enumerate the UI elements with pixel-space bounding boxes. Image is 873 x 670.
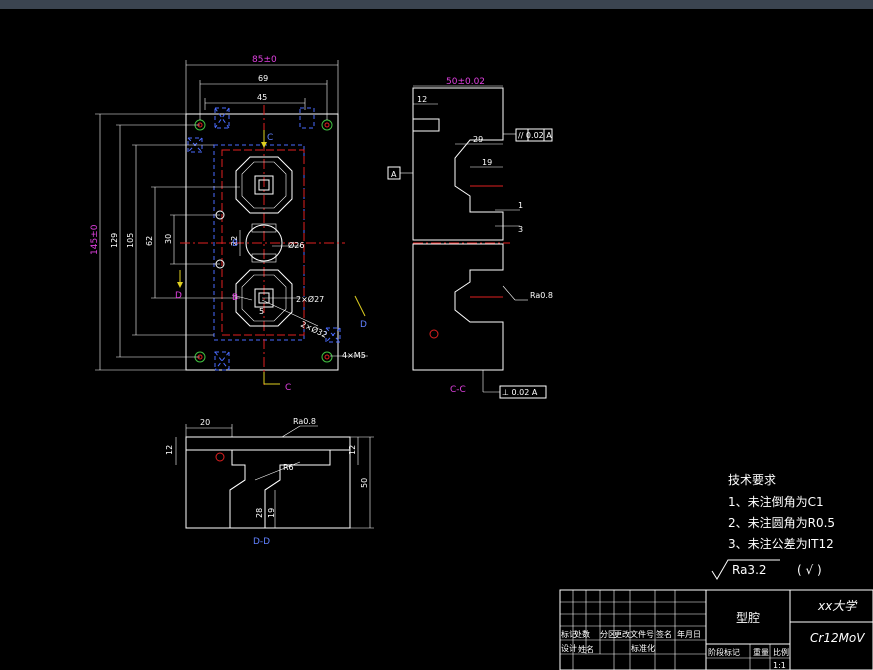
front-bushing-tr [299, 107, 315, 129]
tb-school: xx大学 [817, 599, 858, 613]
tb-h-scale: 比例 [773, 647, 789, 657]
cc-caption: C-C [450, 385, 466, 395]
dim-105: 105 [126, 233, 135, 248]
front-bushing-tl [214, 107, 230, 129]
front-hidden-rect [213, 144, 305, 341]
tb-scale-value: 1:1 [773, 661, 786, 670]
cc-dim-3: 3 [518, 225, 523, 234]
dim-62: 62 [145, 236, 154, 246]
dd-surface-mark: Ra0.8 [293, 417, 316, 426]
dim-45: 45 [257, 93, 267, 102]
drawing-canvas[interactable]: 85±0 69 45 145±0 129 105 62 30 22 Ø26 2×… [0, 9, 873, 670]
dd-dim-19: 19 [267, 508, 276, 518]
cc-dim-top: 50±0.02 [446, 77, 485, 87]
label-b-right: B [232, 293, 238, 303]
front-view: 85±0 69 45 145±0 129 105 62 30 22 Ø26 2×… [90, 55, 368, 393]
cc-surface-mark: Ra0.8 [530, 291, 553, 300]
tb-part-name: 型腔 [736, 610, 760, 625]
dd-dim-28: 28 [255, 508, 264, 518]
tb-h-sign: 签名 [656, 629, 672, 639]
cc-gtol-top: // 0.02 A [518, 131, 552, 140]
front-outline [185, 113, 339, 371]
dim-30: 30 [164, 234, 173, 244]
tech-roughness-other: ( √ ) [797, 563, 822, 577]
dd-left-hatch [185, 449, 246, 529]
section-cc: A // 0.02 A ⊥ 0.02 A 50±0.02 12 29 19 1 … [387, 77, 553, 399]
front-top-octagon [235, 156, 293, 214]
dd-dim-20: 20 [200, 418, 210, 427]
tb-h-date: 年月日 [677, 629, 701, 639]
tech-requirements: 技术要求 1、未注倒角为C1 2、未注圆角为R0.5 3、未注公差为IT12 R… [711, 473, 835, 580]
dim-phi26: Ø26 [288, 240, 304, 250]
tb-h-name: 姓名 [578, 644, 594, 654]
label-d-right: D [360, 320, 367, 330]
front-bottom-octagon [235, 269, 293, 327]
label-c-top: C [267, 133, 273, 143]
tb-h-mark: 标记 [561, 629, 577, 639]
tech-item-3: 3、未注公差为IT12 [728, 536, 834, 551]
title-block: 型腔 xx大学 Cr12MoV 标记 处数 分区 更改文件号 签名 年月日 设计… [559, 589, 873, 670]
dim-2phi27: 2×Ø27 [296, 294, 324, 304]
dd-dim-50: 50 [360, 478, 369, 488]
cc-datum-a: A [391, 170, 397, 179]
dim-129: 129 [110, 233, 119, 248]
cc-dim-12: 12 [417, 95, 427, 104]
cc-dim-1: 1 [518, 201, 523, 210]
dim-4m5: 4×M5 [342, 351, 366, 360]
drawing-svg: 85±0 69 45 145±0 129 105 62 30 22 Ø26 2×… [90, 55, 873, 670]
dim-69: 69 [258, 74, 268, 83]
tb-h-stage: 阶段标记 [708, 647, 740, 657]
tb-material: Cr12MoV [810, 631, 865, 645]
tb-h-weight: 重量 [753, 647, 769, 657]
label-c-bottom: C [285, 383, 291, 393]
front-center-circle [245, 224, 283, 262]
cc-gtol-bottom: ⊥ 0.02 A [502, 388, 538, 397]
cc-upper-half [412, 87, 504, 241]
dim-145: 145±0 [90, 224, 100, 255]
label-b-left: B [232, 239, 238, 249]
cad-title-bar [0, 0, 873, 9]
front-section-arrows [177, 130, 366, 385]
tech-item-2: 2、未注圆角为R0.5 [728, 515, 835, 530]
dd-dim-r6: R6 [283, 463, 294, 472]
label-d-left: D [175, 291, 182, 301]
cc-dim-29: 29 [473, 135, 483, 144]
dd-dim-12-left: 12 [165, 445, 174, 455]
tb-h-design: 设计 [561, 643, 577, 653]
tech-item-1: 1、未注倒角为C1 [728, 494, 824, 509]
tb-h-std: 标准化 [631, 643, 655, 653]
tb-h-zone: 分区 [600, 630, 616, 639]
tech-roughness: Ra3.2 [732, 563, 767, 577]
cc-dim-19: 19 [482, 158, 492, 167]
dd-dim-12-right: 12 [348, 445, 357, 455]
front-bushing-bl [214, 351, 230, 371]
cc-lower-half [412, 243, 504, 371]
dim-5: 5 [259, 307, 264, 316]
front-dimensions [95, 60, 368, 371]
tb-h-docno: 更改文件号 [614, 629, 654, 639]
tech-title: 技术要求 [728, 473, 776, 487]
dd-caption: D-D [253, 537, 270, 547]
front-bushing-br [325, 327, 341, 343]
dim-85: 85±0 [252, 55, 277, 65]
dim-22: 22 [230, 236, 239, 246]
section-dd: 20 12 12 50 R6 19 28 Ra0.8 D-D [165, 417, 374, 547]
roughness-symbol [711, 559, 780, 580]
dd-right-hatch [264, 449, 351, 529]
tb-h-count: 处数 [574, 629, 590, 639]
